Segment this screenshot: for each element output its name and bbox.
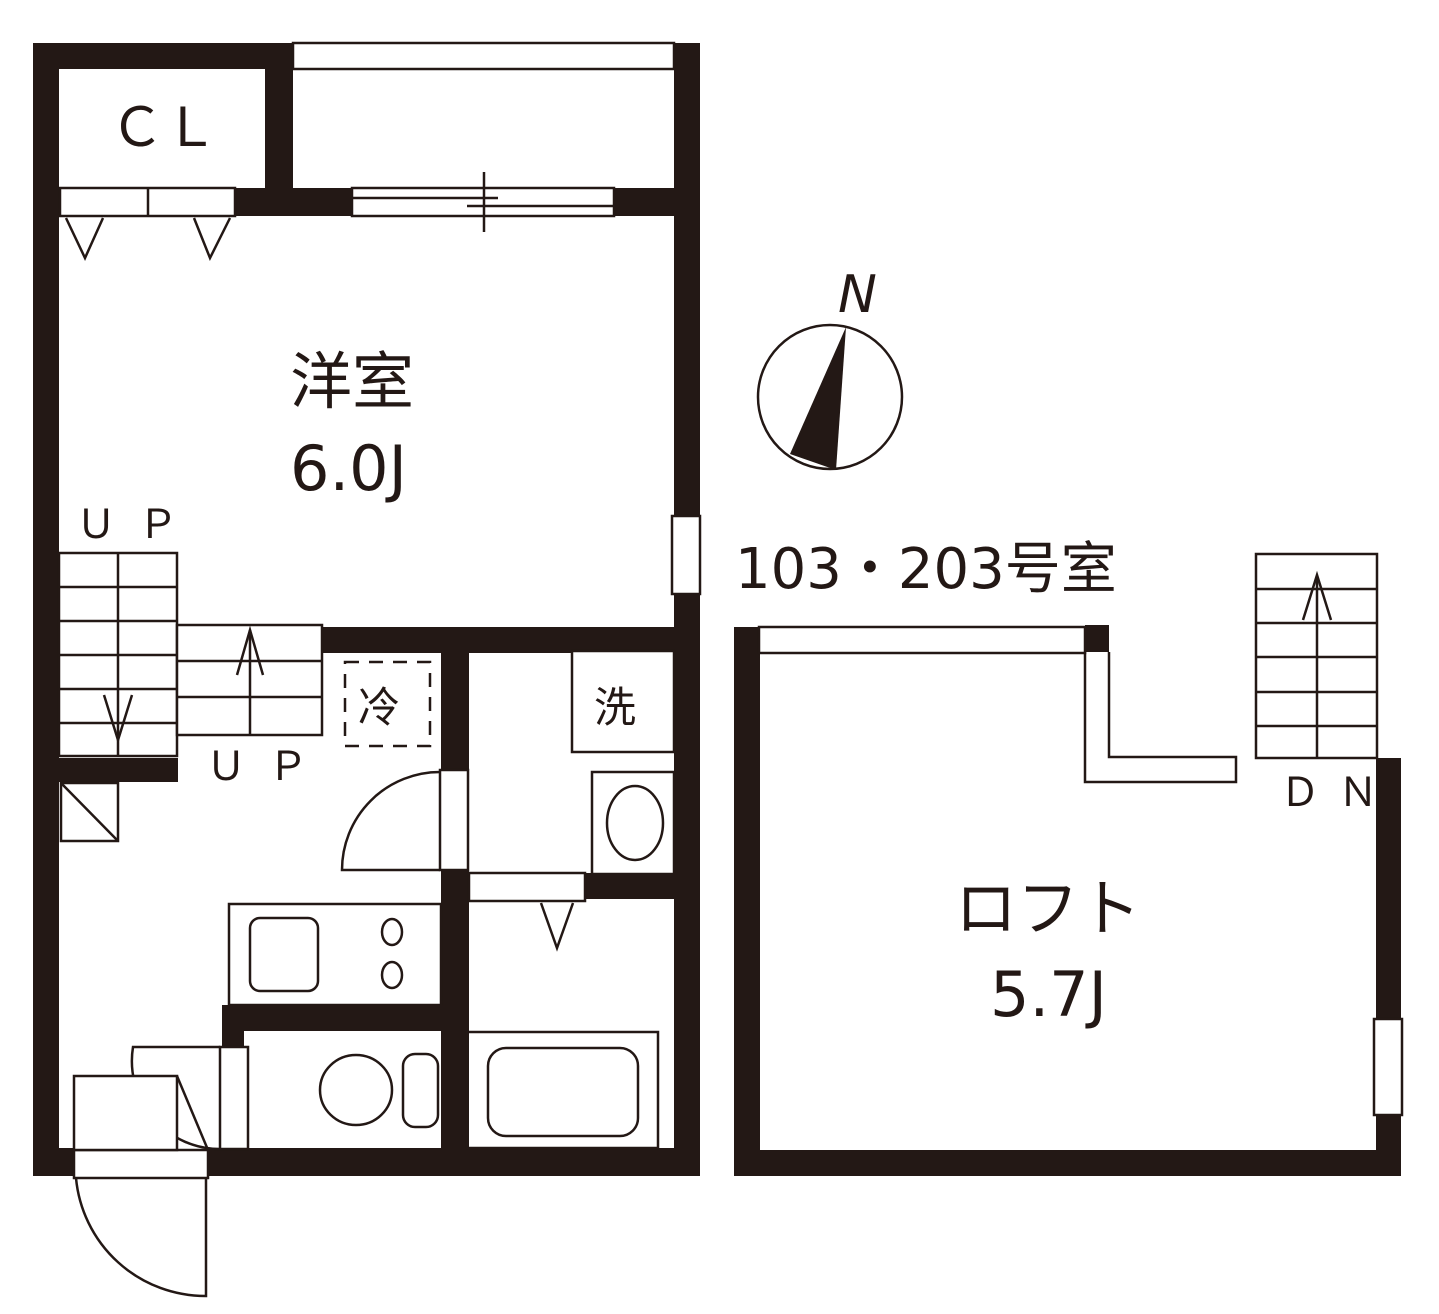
vanity xyxy=(590,770,676,876)
western-room-name: 洋室 xyxy=(290,345,414,418)
stairs-up-label-bottom: ＵＰ xyxy=(206,744,330,790)
balcony-rail xyxy=(291,41,676,71)
wall-room-bottom xyxy=(322,627,700,653)
wall-under-stairs xyxy=(59,758,178,782)
floor-1-plan: 冷 洗 xyxy=(33,41,702,1298)
washroom-door[interactable] xyxy=(438,768,470,872)
wall-right-upper xyxy=(674,43,700,518)
room-side-window[interactable] xyxy=(670,514,702,596)
loft-stairs-arrow-icon xyxy=(1301,570,1333,621)
wall-top-closet xyxy=(33,43,293,69)
fridge-label: 冷 xyxy=(358,683,400,732)
bath-area-divider xyxy=(465,1030,660,1150)
loft-plan xyxy=(734,552,1404,1176)
loft-wall-left xyxy=(734,627,760,1176)
washroom-door-swing-icon xyxy=(340,770,441,872)
loft-wall-right-lower xyxy=(1376,1114,1401,1176)
compass-north-label: N xyxy=(838,265,877,325)
stairs-down-arrow-icon xyxy=(102,694,134,745)
wall-toilet-left xyxy=(222,1005,244,1050)
bathroom-door-swing-icon xyxy=(539,902,575,952)
staircase[interactable] xyxy=(57,551,324,758)
stairs-up-arrow-icon xyxy=(235,625,265,676)
loft-rail-side xyxy=(1083,652,1238,784)
washer-label: 洗 xyxy=(594,683,636,732)
loft-size: 5.7J xyxy=(990,958,1107,1031)
wall-bottom-left xyxy=(33,1148,78,1176)
wall-bottom xyxy=(205,1148,700,1176)
wall-bath-top xyxy=(585,873,700,899)
fridge-space xyxy=(343,660,432,748)
loft-ladder-stairs[interactable] xyxy=(1254,552,1379,760)
toilet-door[interactable] xyxy=(218,1045,250,1151)
north-compass-icon: N xyxy=(756,265,904,471)
loft-post xyxy=(1085,625,1109,652)
closet-door-swing-icon xyxy=(64,217,105,261)
loft-stairs-down-label: ＤＮ xyxy=(1280,770,1396,816)
sink-icon xyxy=(605,784,665,862)
loft-name: ロフト xyxy=(955,872,1141,945)
wall-washroom-left xyxy=(441,650,469,770)
stairs-up-label-top: ＵＰ xyxy=(76,502,200,548)
loft-rail-top xyxy=(757,625,1087,655)
bathroom-door[interactable] xyxy=(467,871,587,903)
bathtub-icon xyxy=(486,1046,640,1138)
kitchen-sink-icon xyxy=(248,916,320,993)
wall-room-top-right xyxy=(612,188,677,216)
toilet-tank-icon xyxy=(401,1052,440,1129)
western-room-size: 6.0J xyxy=(290,432,407,505)
wall-left xyxy=(33,43,59,1176)
wall-closet-right xyxy=(265,43,293,213)
toilet-bowl-icon xyxy=(318,1053,394,1127)
stove-burner-icon xyxy=(380,917,404,947)
loft-wall-bottom xyxy=(734,1150,1400,1176)
washer-space xyxy=(570,649,676,754)
wall-room-top xyxy=(235,188,355,216)
entrance-door-swing-icon xyxy=(74,1177,208,1298)
loft-wall-right-upper xyxy=(1376,758,1401,1020)
stove-burner-icon xyxy=(380,960,404,990)
wall-washroom-left-lower xyxy=(441,870,469,1150)
closet-label: ＣＬ xyxy=(110,96,218,159)
unit-title: 103・203号室 xyxy=(735,537,1117,602)
kitchen-counter xyxy=(227,902,443,1007)
entrance-door[interactable] xyxy=(72,1148,210,1180)
loft-window[interactable] xyxy=(1372,1017,1404,1117)
wall-toilet-top xyxy=(222,1005,444,1031)
shoe-box xyxy=(72,1074,179,1152)
